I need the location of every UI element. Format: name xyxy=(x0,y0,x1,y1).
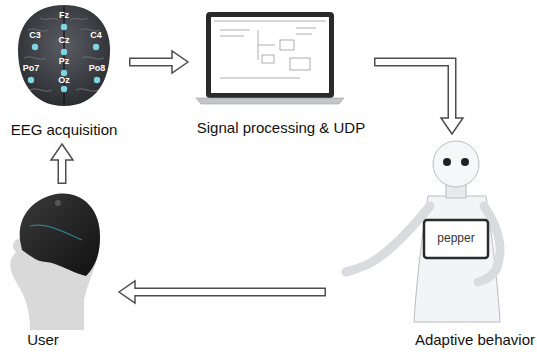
arrow-fill xyxy=(59,158,65,183)
hollow-arrow xyxy=(374,62,463,134)
robot-stage: Adaptive behavior xyxy=(330,138,535,350)
user-head-illustration xyxy=(10,193,100,330)
electrode-dots xyxy=(28,24,100,92)
electrode-label: Po8 xyxy=(89,64,106,74)
electrode-label: Po7 xyxy=(23,64,40,74)
electrode-label: Fz xyxy=(59,11,69,21)
eeg-stage: EEG acquisition xyxy=(3,3,125,140)
arrow-outline xyxy=(374,62,452,118)
arrow-head xyxy=(172,51,188,73)
arrow-head xyxy=(51,144,73,160)
electrode-label: C3 xyxy=(29,31,41,41)
electrode-label: C4 xyxy=(90,31,102,41)
processing-stage: Signal processing & UDP xyxy=(192,8,370,138)
arrow-fill xyxy=(133,289,325,295)
electrode-label: Oz xyxy=(58,76,70,86)
hollow-arrow xyxy=(51,144,73,184)
arrow-head xyxy=(119,281,135,303)
electrode-label: Pz xyxy=(59,57,70,67)
tablet-label: pepper xyxy=(437,232,474,245)
hollow-arrow xyxy=(129,51,188,73)
electrode-label: Cz xyxy=(59,36,70,46)
laptop-illustration xyxy=(196,12,344,104)
user-stage: User xyxy=(3,188,115,350)
arrow-head xyxy=(441,118,463,134)
hollow-arrow xyxy=(119,281,326,303)
stage-caption: EEG acquisition xyxy=(11,121,118,139)
stage-caption: Signal processing & UDP xyxy=(197,119,365,137)
arrow-fill xyxy=(376,62,453,120)
arrow-fill xyxy=(131,59,175,65)
stage-caption: Adaptive behavior xyxy=(415,331,535,349)
robot-illustration xyxy=(346,141,500,322)
stage-caption: User xyxy=(27,331,59,349)
brain-illustration xyxy=(18,5,110,106)
